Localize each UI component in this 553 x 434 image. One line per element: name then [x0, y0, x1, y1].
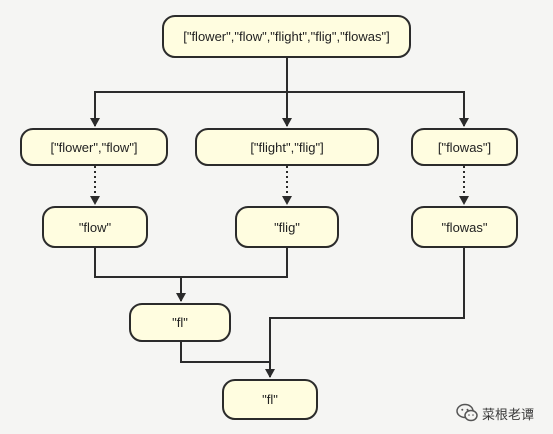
edge-left-result-to-merge — [94, 248, 186, 302]
node-right: ["flowas"] — [411, 128, 518, 166]
node-merge-result: "fl" — [129, 303, 231, 342]
edge-merge-to-final — [180, 342, 275, 378]
node-left-result: "flow" — [42, 206, 148, 248]
node-middle-result: "flig" — [235, 206, 339, 248]
wechat-icon — [456, 403, 478, 422]
edge-root-to-right — [287, 91, 469, 127]
watermark: 菜根老谭 — [456, 402, 548, 424]
node-root: ["flower","flow","flight","flig","flowas… — [162, 15, 411, 58]
edge-right-result-to-final — [269, 248, 465, 362]
edge-root-to-left — [90, 58, 288, 127]
node-middle: ["flight","flig"] — [195, 128, 379, 166]
node-final-result: "fl" — [222, 379, 318, 420]
watermark-text: 菜根老谭 — [482, 407, 535, 423]
node-left: ["flower","flow"] — [20, 128, 168, 166]
edge-middle-result-to-merge — [181, 248, 288, 278]
node-right-result: "flowas" — [411, 206, 518, 248]
